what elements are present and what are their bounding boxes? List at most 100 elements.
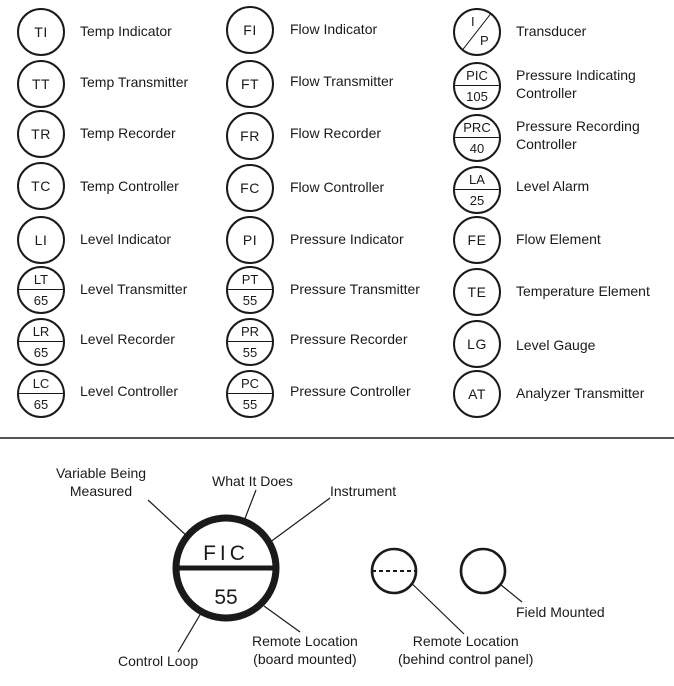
symbol-la-code: LA: [469, 172, 485, 187]
symbol-pi: PI: [226, 216, 274, 264]
symbol-pc-code: PC: [240, 376, 260, 391]
symbol-fc: FC: [226, 164, 274, 212]
label-prc: Pressure Recording Controller: [516, 118, 640, 152]
label-pi: Pressure Indicator: [290, 231, 404, 247]
symbol-pc: PC 55: [226, 370, 274, 418]
label-tr: Temp Recorder: [80, 125, 176, 141]
symbol-pr-code: PR: [240, 324, 260, 339]
symbol-fe-code: FE: [467, 232, 487, 248]
label-tc: Temp Controller: [80, 178, 179, 194]
symbol-la-number: 25: [469, 193, 485, 208]
symbol-pi-code: PI: [242, 232, 258, 248]
symbol-tr-code: TR: [31, 126, 51, 142]
annotation-remote-panel: Remote Location (behind control panel): [398, 633, 534, 667]
symbol-lg: LG: [453, 320, 501, 368]
annotation-instrument: Instrument: [330, 483, 397, 499]
label-tt: Temp Transmitter: [80, 74, 189, 90]
label-te: Temperature Element: [516, 283, 650, 299]
annotation-control-loop: Control Loop: [118, 653, 199, 669]
label-ft: Flow Transmitter: [290, 73, 394, 89]
annotation-variable-measured: Variable Being Measured: [56, 465, 147, 499]
symbol-fc-code: FC: [240, 180, 260, 196]
remote-panel-symbol: [370, 547, 418, 595]
symbol-pt-divider: [228, 289, 272, 291]
symbol-pr: PR 55: [226, 318, 274, 366]
symbol-li: LI: [17, 216, 65, 264]
symbol-lr-divider: [19, 341, 63, 343]
symbol-lc: LC 65: [17, 370, 65, 418]
symbol-at: AT: [453, 370, 501, 418]
label-la: Level Alarm: [516, 178, 590, 194]
symbol-transducer-input: I: [471, 14, 475, 29]
symbol-tc: TC: [17, 162, 65, 210]
symbol-la: LA 25: [453, 166, 501, 214]
label-lr: Level Recorder: [80, 331, 175, 347]
symbol-lt-divider: [19, 289, 63, 291]
symbol-pic-code: PIC: [466, 68, 488, 83]
symbol-ft-code: FT: [240, 76, 260, 92]
symbol-prc: PRC 40: [453, 114, 501, 162]
symbol-pic-number: 105: [466, 89, 488, 104]
fic-symbol-number: 55: [214, 586, 237, 609]
symbol-pt-code: PT: [241, 272, 259, 287]
symbol-at-code: AT: [468, 386, 486, 402]
annotation-what-it-does: What It Does: [212, 473, 293, 489]
symbol-fi-code: FI: [243, 22, 257, 38]
label-at: Analyzer Transmitter: [516, 385, 645, 401]
label-pr: Pressure Recorder: [290, 331, 408, 347]
symbol-prc-code: PRC: [463, 120, 491, 135]
symbol-lc-divider: [19, 393, 63, 395]
label-transducer: Transducer: [516, 23, 587, 39]
annotation-field-mounted: Field Mounted: [516, 604, 605, 620]
symbol-pc-divider: [228, 393, 272, 395]
symbol-prc-number: 40: [469, 141, 485, 156]
leader-remote-board: [263, 605, 301, 633]
symbol-te: TE: [453, 268, 501, 316]
symbol-pt: PT 55: [226, 266, 274, 314]
label-fe: Flow Element: [516, 231, 601, 247]
symbol-tt-code: TT: [31, 76, 51, 92]
symbol-fr: FR: [226, 112, 274, 160]
label-lt: Level Transmitter: [80, 281, 188, 297]
symbol-li-code: LI: [34, 232, 48, 248]
symbol-lc-number: 65: [33, 397, 49, 412]
symbol-te-code: TE: [467, 284, 487, 300]
label-lg: Level Gauge: [516, 337, 596, 353]
label-pt: Pressure Transmitter: [290, 281, 420, 297]
fic-symbol: FIC 55: [172, 514, 280, 622]
symbol-transducer-output: P: [480, 33, 489, 48]
symbol-pc-number: 55: [242, 397, 258, 412]
symbol-lt-code: LT: [33, 272, 49, 287]
symbol-lt-number: 65: [33, 293, 49, 308]
field-mounted-symbol: [459, 547, 507, 595]
symbol-lc-code: LC: [32, 376, 50, 391]
symbol-fr-code: FR: [240, 128, 260, 144]
symbol-pr-number: 55: [242, 345, 258, 360]
fic-symbol-letters: FIC: [203, 542, 249, 565]
symbol-tc-code: TC: [31, 178, 51, 194]
symbol-ti-code: TI: [34, 24, 48, 40]
label-li: Level Indicator: [80, 231, 172, 247]
label-fr: Flow Recorder: [290, 125, 382, 141]
symbol-prc-divider: [455, 137, 499, 139]
symbol-fe: FE: [453, 216, 501, 264]
symbol-fi: FI: [226, 6, 274, 54]
label-lc: Level Controller: [80, 383, 179, 399]
symbol-lt: LT 65: [17, 266, 65, 314]
section-divider: [0, 437, 674, 439]
symbol-pt-number: 55: [242, 293, 258, 308]
leader-control-loop: [177, 607, 205, 653]
label-pic: Pressure Indicating Controller: [516, 67, 636, 101]
symbol-lg-code: LG: [467, 336, 487, 352]
symbol-ft: FT: [226, 60, 274, 108]
symbol-la-divider: [455, 189, 499, 191]
symbol-pic-divider: [455, 85, 499, 87]
symbol-lr-number: 65: [33, 345, 49, 360]
label-fi: Flow Indicator: [290, 21, 378, 37]
symbol-tr: TR: [17, 110, 65, 158]
label-pc: Pressure Controller: [290, 383, 411, 399]
label-ti: Temp Indicator: [80, 23, 172, 39]
